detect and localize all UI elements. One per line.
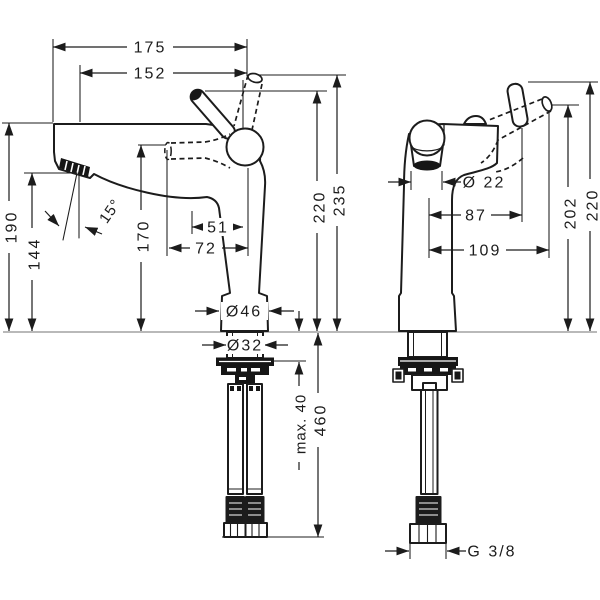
dim-front-shank-diameter: Ø32: [202, 336, 288, 355]
front-handle-dashed-position: [233, 72, 263, 131]
front-waterway-dashed: [164, 133, 231, 169]
front-view-faucet: [53, 72, 269, 332]
side-lever-mount: [463, 115, 487, 125]
side-view-faucet: [398, 82, 553, 332]
dim-label-handle-height: 220: [312, 191, 329, 224]
dim-label-base-diameter: Ø46: [226, 304, 262, 321]
dim-front-base-diameter: Ø46: [195, 302, 294, 321]
dim-side-aerator-diameter: Ø 22: [388, 175, 506, 192]
dim-front-aerator-height: 144: [24, 173, 44, 331]
side-aerator: [413, 160, 441, 171]
dim-side-handle-depth: 109: [429, 241, 549, 260]
dim-front-total-width: 175: [53, 37, 247, 57]
dim-front-mounting-thickness: max. 40: [290, 311, 310, 470]
dim-front-spray-angle: 15°: [44, 196, 125, 236]
extension-lines: [2, 39, 598, 559]
side-spout-cap: [408, 119, 446, 157]
dim-label-height-tilted: 202: [563, 197, 580, 230]
side-view-shank: [392, 331, 464, 544]
dim-front-outlet-height: 170: [133, 145, 153, 331]
dim-front-spout-reach: 152: [80, 63, 247, 83]
dim-label-spout-height: 190: [4, 211, 21, 244]
dim-side-spout-depth: 87: [429, 206, 522, 225]
dim-label-hose-length: 460: [313, 404, 330, 437]
dim-label-handle-height-max: 235: [332, 184, 349, 217]
dim-label-spray-angle: 15°: [96, 196, 125, 227]
front-view-shank: [216, 331, 274, 538]
dim-label-mounting-thickness: max. 40: [293, 394, 310, 454]
dim-label-offset-72: 72: [195, 241, 217, 258]
dim-label-aerator-height: 144: [27, 238, 44, 271]
dim-label-aerator-diameter: Ø 22: [463, 175, 506, 192]
dim-front-offset-72: 72: [169, 239, 248, 258]
dim-side-thread: G 3/8: [385, 544, 516, 561]
dim-front-spout-height: 190: [1, 123, 21, 331]
dim-label-handle-depth: 109: [469, 243, 502, 260]
dim-label-outlet-height: 170: [136, 220, 153, 253]
dim-label-offset-51: 51: [207, 220, 229, 237]
dim-label-height-up: 220: [585, 189, 600, 222]
front-handle-ball: [225, 127, 265, 167]
dim-label-total-width: 175: [134, 40, 167, 57]
dim-label-spout-reach: 152: [134, 66, 167, 83]
dim-front-offset-51: 51: [192, 218, 243, 237]
dim-label-spout-depth: 87: [465, 208, 487, 225]
dim-front-handle-height: 220: [309, 91, 329, 331]
side-handle-lever: [506, 82, 529, 128]
dim-side-height-up: 220: [582, 82, 600, 331]
dim-label-thread: G 3/8: [467, 544, 516, 561]
side-handle-dashed-position: [480, 96, 553, 173]
dim-label-shank-diameter: Ø32: [227, 338, 263, 355]
dim-side-height-tilted: 202: [560, 105, 580, 331]
front-spray-angle-lines: [62, 172, 80, 241]
dim-front-handle-height-max: 235: [329, 75, 349, 331]
dim-front-hose-length: 460: [310, 333, 330, 537]
